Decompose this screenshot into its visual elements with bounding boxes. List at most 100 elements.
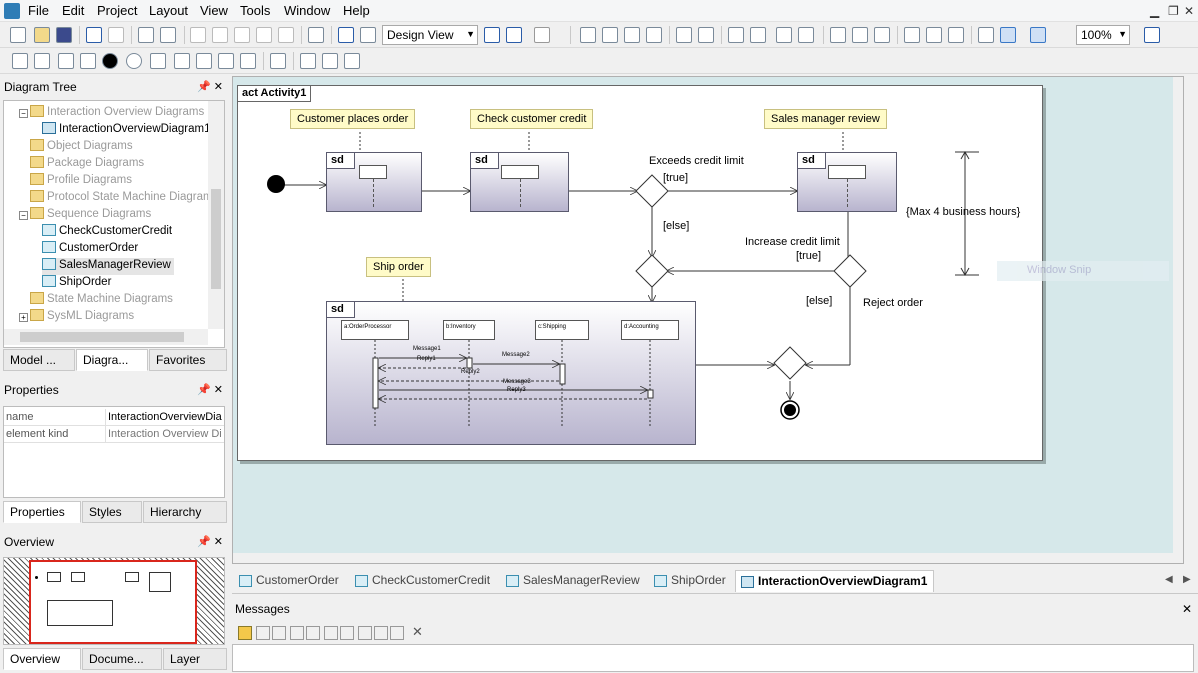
line-height-icon[interactable] [852,27,868,43]
tree-item-interaction-overview-diagram1[interactable]: InteractionOverviewDiagram1 [42,122,210,139]
tree-item-sales-manager-review[interactable]: SalesManagerReview [42,258,174,275]
cut-icon[interactable] [190,27,206,43]
expand-icon[interactable]: + [19,313,28,322]
next-warning-icon[interactable] [290,626,304,640]
close-icon[interactable]: ✕ [1181,602,1192,616]
filter-icon[interactable] [238,626,252,640]
tree-item-ship-order[interactable]: ShipOrder [42,275,111,292]
canvas-vertical-scrollbar[interactable] [1173,77,1183,553]
brush-icon[interactable] [344,53,360,69]
zoom-fit-icon[interactable] [1144,27,1160,43]
interaction-customer-order[interactable]: sd [326,152,422,212]
join-vertical-icon[interactable] [240,53,256,69]
canvas-horizontal-scrollbar[interactable] [233,553,1183,563]
copy-branch-icon[interactable] [374,626,388,640]
interaction-check-customer-credit[interactable]: sd [470,152,569,212]
copy-message-icon[interactable] [358,626,372,640]
save-icon[interactable] [56,27,72,43]
tab-favorites[interactable]: Favorites [149,349,227,371]
zoom-select[interactable]: 100% ▼ [1076,25,1130,45]
copy-all-icon[interactable] [390,626,404,640]
line-width-icon[interactable] [830,27,846,43]
decision-node-icon[interactable] [58,53,74,69]
view-mode-select[interactable]: Design View ▼ [382,25,478,45]
note-ship-order[interactable]: Ship order [366,257,431,277]
tree-item-package-diagrams[interactable]: Package Diagrams [30,156,144,173]
tree-item-object-diagrams[interactable]: Object Diagrams [30,139,133,156]
join-icon[interactable] [196,53,212,69]
menu-project[interactable]: Project [97,3,138,18]
overview-map[interactable] [3,557,225,645]
tree-item-sysml-diagrams[interactable]: SysML Diagrams [30,309,134,326]
fork-vertical-icon[interactable] [218,53,234,69]
diagram-canvas[interactable]: act Activity1 [232,76,1184,564]
snap-grid-icon[interactable] [1000,27,1016,43]
find-icon[interactable] [484,27,500,43]
tree-item-state-machine-diagrams[interactable]: State Machine Diagrams [30,292,173,309]
collapse-icon[interactable]: − [19,211,28,220]
same-height-icon[interactable] [750,27,766,43]
menu-window[interactable]: Window [284,3,331,18]
menu-help[interactable]: Help [343,3,370,18]
next-error-icon[interactable] [324,626,338,640]
same-width-icon[interactable] [728,27,744,43]
interaction-sales-manager-review[interactable]: sd [797,152,897,212]
fork-horizontal-icon[interactable] [174,53,190,69]
clear-messages-icon[interactable]: ✕ [412,624,423,639]
pin-close-icon[interactable]: 📌 ✕ [197,81,223,93]
interaction-use-icon[interactable] [12,53,28,69]
tab-layer[interactable]: Layer [163,648,227,670]
doc-tab-check-customer-credit[interactable]: CheckCustomerCredit [350,570,496,592]
tree-item-profile-diagrams[interactable]: Profile Diagrams [30,173,132,190]
tree-item-customer-order[interactable]: CustomerOrder [42,241,138,258]
tab-documentation[interactable]: Docume... [82,648,162,670]
collapse-icon[interactable]: − [19,109,28,118]
doc-tab-sales-manager-review[interactable]: SalesManagerReview [501,570,646,592]
tab-hierarchy[interactable]: Hierarchy [143,501,227,523]
copy-image-icon[interactable] [234,27,250,43]
fork-node-icon[interactable] [80,53,96,69]
menu-edit[interactable]: Edit [62,3,85,18]
copy-icon[interactable] [212,27,228,43]
space-evenly-icon[interactable] [798,27,814,43]
tree-item-check-customer-credit[interactable]: CheckCustomerCredit [42,224,172,241]
doc-tab-customer-order[interactable]: CustomerOrder [234,570,345,592]
distribute-vertical-icon[interactable] [698,27,714,43]
property-value[interactable]: Interaction Overview Di [106,426,224,443]
final-node-icon[interactable] [126,53,142,69]
note-sales-manager-review[interactable]: Sales manager review [764,109,887,129]
tab-styles[interactable]: Styles [82,501,142,523]
same-size-icon[interactable] [776,27,792,43]
close-icon[interactable]: ✕ [1184,4,1195,18]
page-borders-icon[interactable] [1030,27,1046,43]
note-customer-places-order[interactable]: Customer places order [290,109,416,129]
back-icon[interactable] [138,27,154,43]
new-icon[interactable] [10,27,26,43]
spelling-icon[interactable] [338,27,354,43]
delete-icon[interactable] [278,27,294,43]
doc-tab-interaction-overview-diagram1[interactable]: InteractionOverviewDiagram1 [735,570,935,592]
find-next-icon[interactable] [506,27,522,43]
open-icon[interactable] [34,27,50,43]
scrollbar-thumb[interactable] [20,332,184,342]
comment-link-icon[interactable] [322,53,338,69]
menu-view[interactable]: View [200,3,228,18]
undo-icon[interactable] [86,27,102,43]
next-message-icon[interactable] [256,626,270,640]
tab-model-tree[interactable]: Model ... [3,349,75,371]
align-top-icon[interactable] [624,27,640,43]
control-flow-icon[interactable] [270,53,286,69]
direct-line-icon[interactable] [926,27,942,43]
restore-icon[interactable]: ❐ [1168,4,1179,18]
tree-vertical-scrollbar[interactable] [208,101,224,329]
note-check-customer-credit[interactable]: Check customer credit [470,109,594,129]
diamond-icon[interactable] [150,53,166,69]
align-left-icon[interactable] [580,27,596,43]
tab-diagram-tree[interactable]: Diagra... [76,349,148,371]
pin-close-icon[interactable]: 📌 ✕ [197,536,223,548]
previous-warning-icon[interactable] [306,626,320,640]
menu-file[interactable]: File [28,3,49,18]
align-bottom-icon[interactable] [646,27,662,43]
comment-icon[interactable] [300,53,316,69]
autosize-icon[interactable] [874,27,890,43]
